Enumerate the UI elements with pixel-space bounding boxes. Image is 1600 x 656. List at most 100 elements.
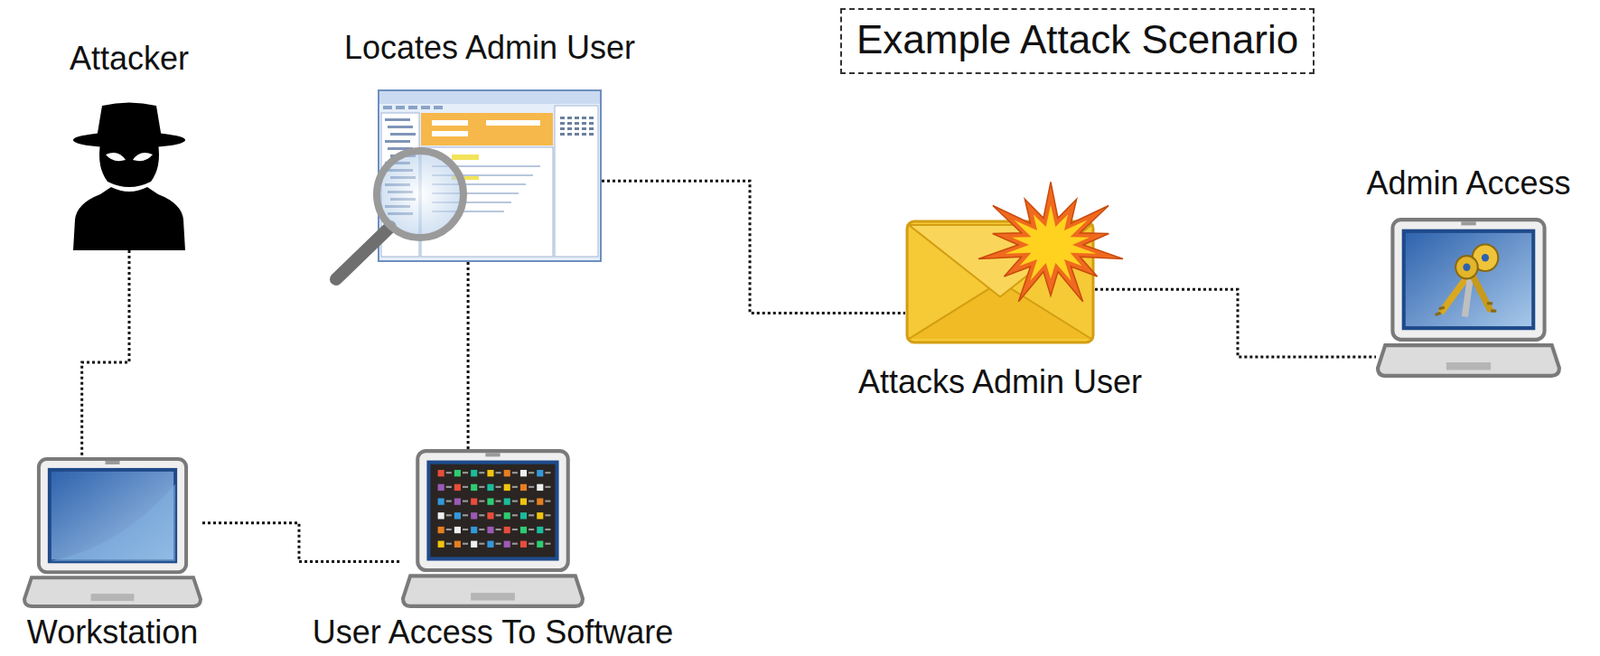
node-label: Locates Admin User [344,29,636,66]
app-name-line [462,528,468,531]
app-icon [520,469,527,477]
app-icon [486,526,494,534]
app-name-line [478,528,485,531]
laptop-screen [1403,231,1535,328]
laptop-keys-icon [1375,217,1562,380]
admin-laptop-node: Admin Access [1375,217,1562,380]
laptop-lid [417,450,568,571]
node-label: Attacker [69,40,189,77]
key-hole [1481,253,1489,262]
app-icon [536,469,543,477]
magnifier-handle [336,226,391,280]
laptop-lid [1392,219,1544,340]
app-name-line [544,514,551,516]
app-icon [438,512,445,519]
app-icon [536,526,543,534]
mail-icon [905,219,1095,345]
app-icon [486,497,494,505]
dotted-connector [82,250,130,458]
app-icon [486,512,494,519]
app-icon [504,512,511,519]
calendar-day [574,127,580,131]
app-icon [520,526,527,534]
app-name-line [528,528,534,531]
app-icon [470,484,478,491]
calendar-day [560,121,565,125]
spy-figure [73,102,186,252]
screen-glare [49,484,176,562]
app-icon [438,541,445,548]
app-name-line [512,528,518,531]
key-shaft [1464,276,1470,317]
app-name-line [512,486,518,488]
app-name-line [446,514,452,516]
app-icon [486,541,494,548]
app-icon [470,497,478,505]
app-icon [520,497,527,505]
menu-item [433,105,443,110]
laptop-base [24,577,201,607]
app-icon [454,469,461,477]
app-icon [470,469,478,477]
app-icon [454,484,461,491]
app-name-line [495,486,502,488]
app-icon [454,526,461,534]
magnifier-lens [376,150,464,238]
calendar-day [574,132,580,136]
key-teeth [1435,303,1498,316]
burst-inner [1004,205,1096,281]
app-icon [438,484,445,491]
app-name-line [462,500,468,503]
folder-row [384,118,411,122]
touchpad [91,593,135,601]
app-icon [438,497,445,505]
app-icon [454,512,461,519]
app-name-line [544,500,551,503]
face [99,143,160,188]
app-icon [504,526,511,534]
user-laptop-node: User Access To Software [401,449,585,610]
key-shaft [1472,274,1492,311]
app-name-line [478,471,485,474]
app-name-line [495,471,502,474]
dotted-connector [601,180,906,313]
folder-row [384,140,411,143]
app-icon [486,484,494,491]
calendar-day [581,132,587,136]
calendar-day [574,121,580,125]
calendar-day [589,127,594,131]
touchpad [470,592,515,600]
app-icon [470,541,478,548]
folder-row [390,132,416,136]
app-name-line [495,528,502,531]
app-icon [520,541,527,548]
app-name-line [446,500,452,503]
diagram-title: Example Attack Scenario [840,8,1315,75]
laptop-apps-icon [401,449,585,610]
app-name-line [446,471,452,474]
title-bar [379,91,600,104]
app-name-line [446,542,452,545]
app-name-line [462,542,468,545]
app-name-line [544,542,551,545]
menu-item [383,105,393,110]
app-icon [536,497,543,505]
calendar-day [589,121,594,125]
node-label: User Access To Software [312,614,674,651]
app-name-line [528,500,534,503]
key-hole [1462,263,1470,272]
app-name-line [478,486,485,488]
body [73,187,186,251]
node-label: Admin Access [1366,165,1571,202]
node-label: Attacks Admin User [858,364,1142,401]
search-field [486,120,541,126]
app-icon [486,469,494,477]
laptop-base [1377,345,1560,376]
app-icon [438,526,445,534]
app-icon [504,469,511,477]
spy-icon [71,102,188,251]
app-icon [536,484,543,491]
burst-outer [978,181,1123,301]
search-header [421,112,553,146]
